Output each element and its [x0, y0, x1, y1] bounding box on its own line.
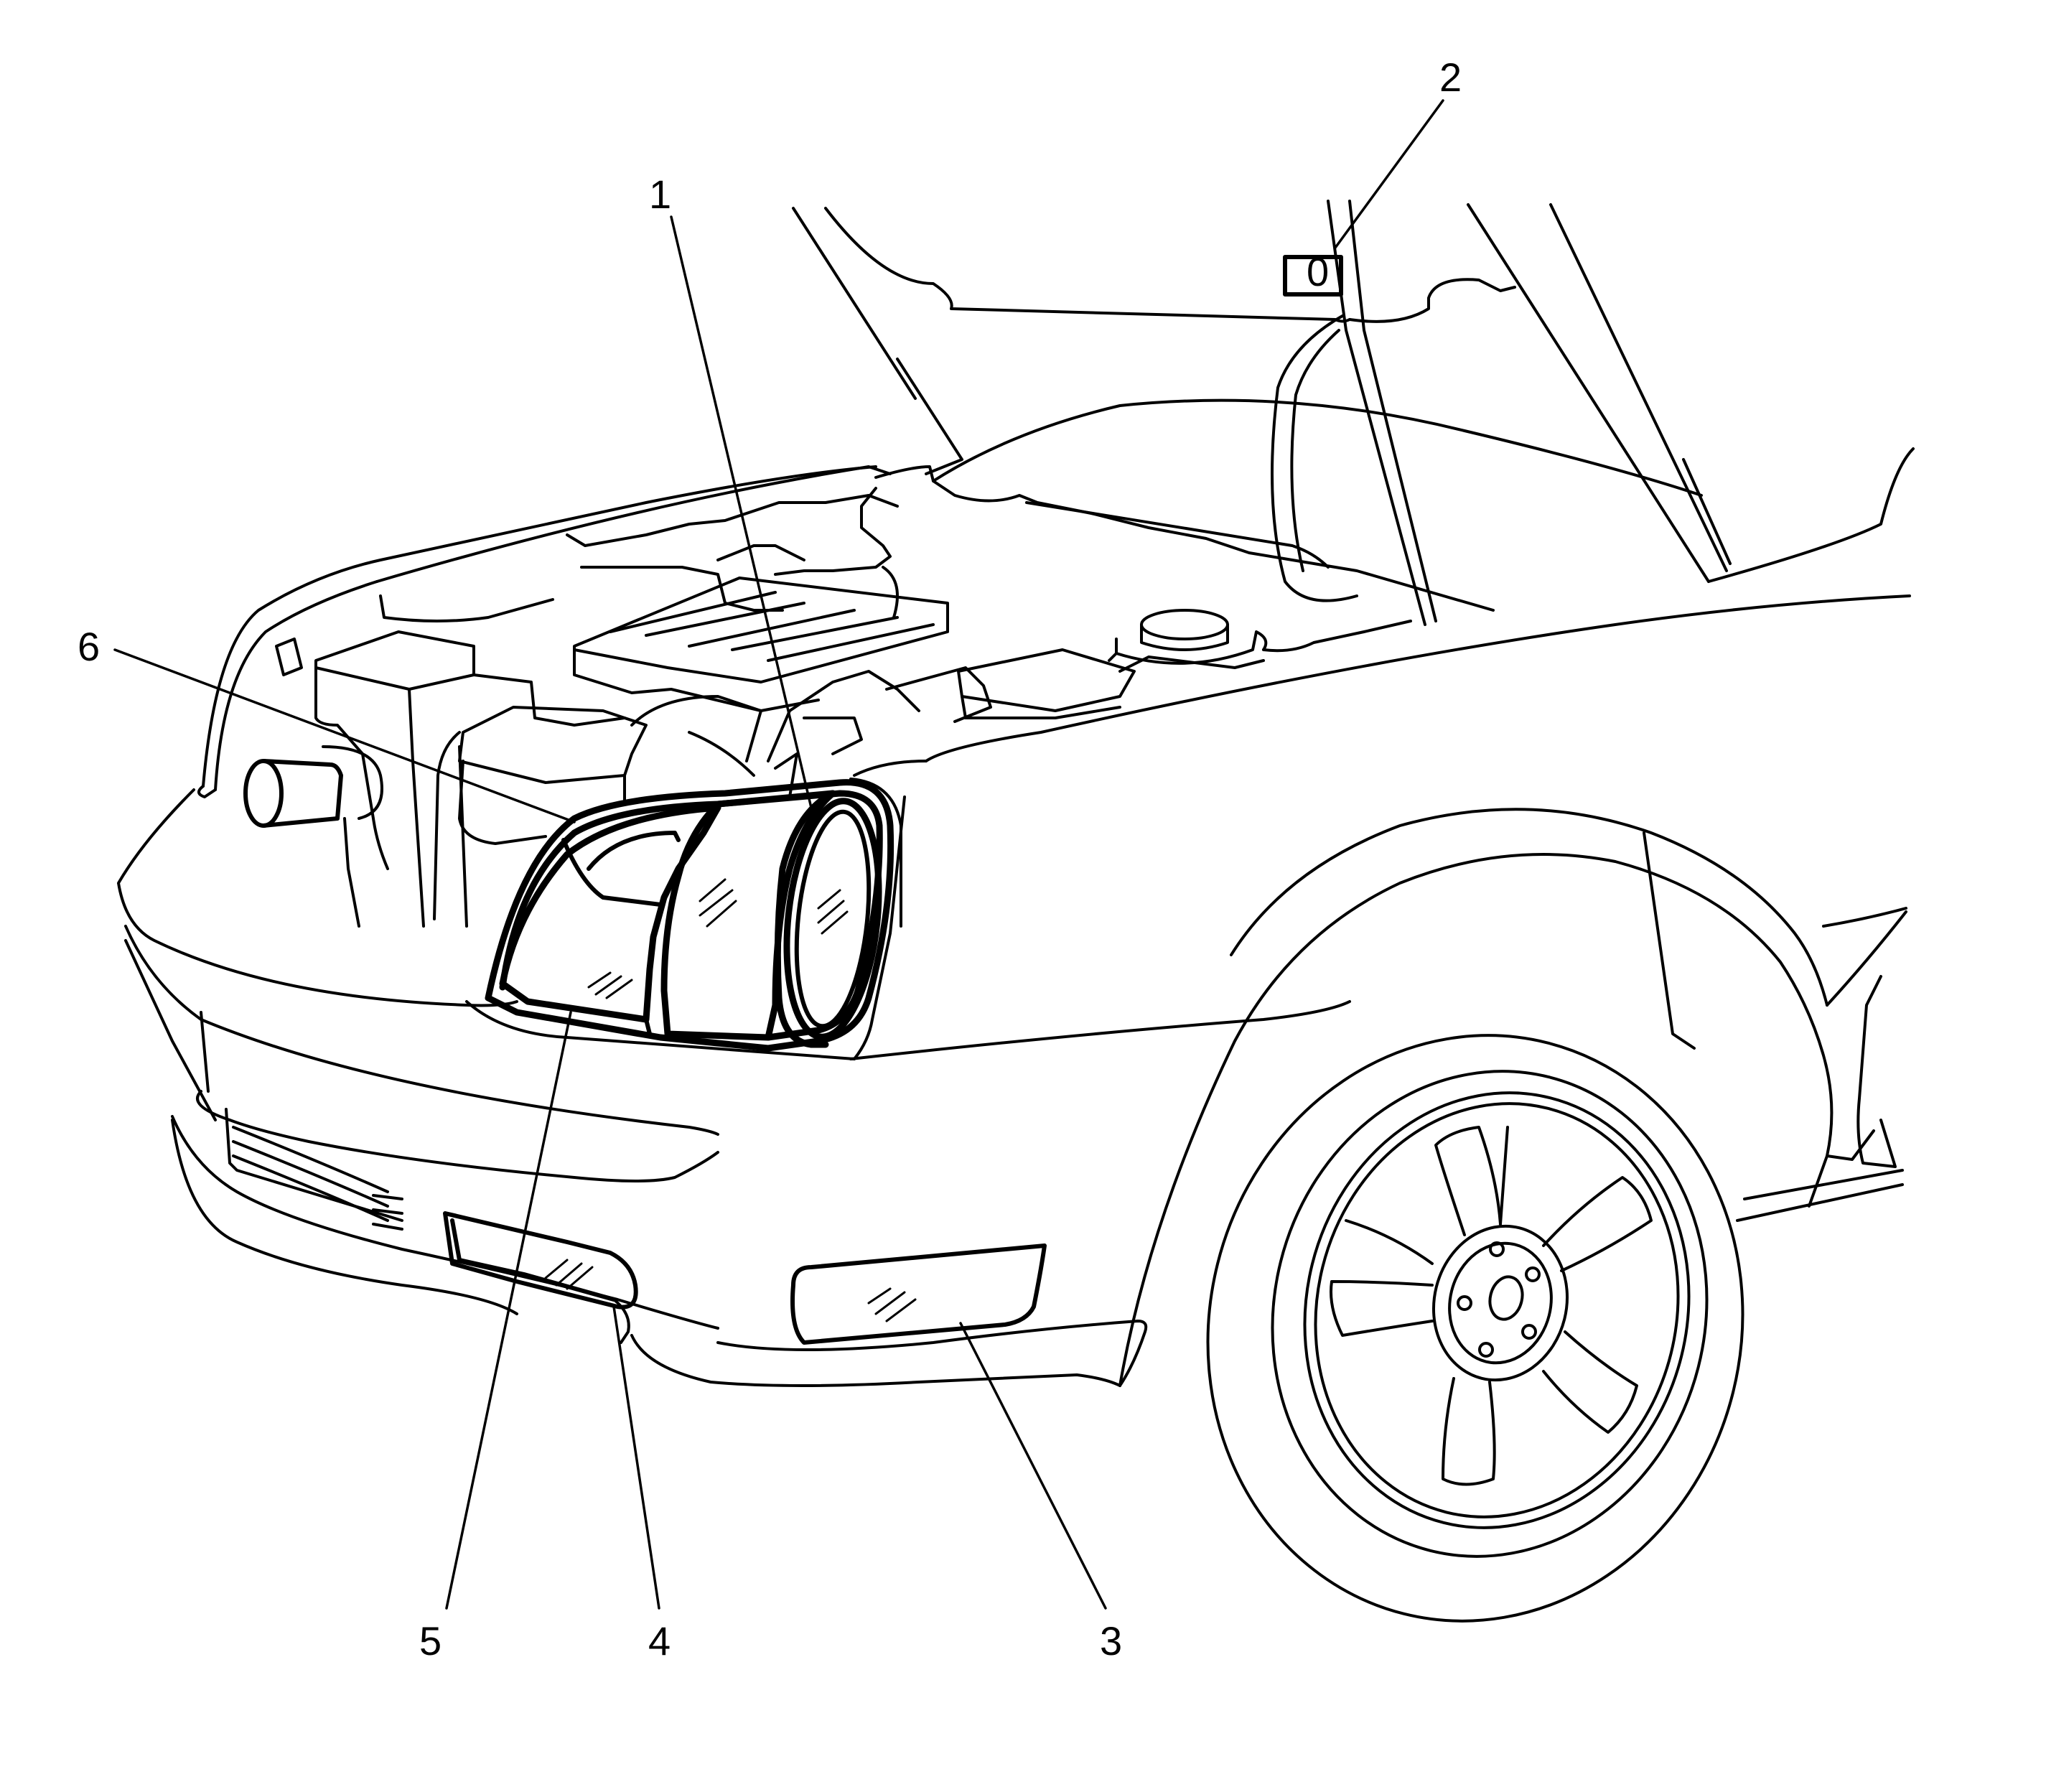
side-marker-lamp	[790, 1243, 1047, 1345]
callout-3: 3	[1100, 1618, 1122, 1663]
hood	[792, 203, 1915, 583]
leader-4	[612, 1305, 660, 1610]
callout-labels: 1 2 3 4 5 6	[78, 55, 1462, 1663]
leader-lines	[113, 99, 1444, 1610]
leader-5	[445, 1011, 572, 1610]
callout-5: 5	[419, 1618, 442, 1663]
car-body	[117, 465, 1911, 1387]
fog-lamp	[443, 1211, 638, 1344]
decal-mark: 0	[1307, 249, 1329, 294]
engine-bay	[243, 465, 1495, 928]
leader-6	[113, 648, 576, 823]
front-wheel	[1206, 1034, 1744, 1623]
leader-2	[1334, 99, 1444, 249]
callout-4: 4	[648, 1618, 671, 1663]
hood-strut	[1271, 200, 1437, 626]
hood-label-decal: 0	[1283, 249, 1343, 297]
headlamp-assembly	[485, 779, 894, 1052]
callout-2: 2	[1439, 55, 1462, 100]
leader-1	[670, 215, 813, 809]
callout-6: 6	[78, 624, 100, 669]
callout-1: 1	[649, 172, 671, 217]
leader-3	[959, 1322, 1107, 1610]
